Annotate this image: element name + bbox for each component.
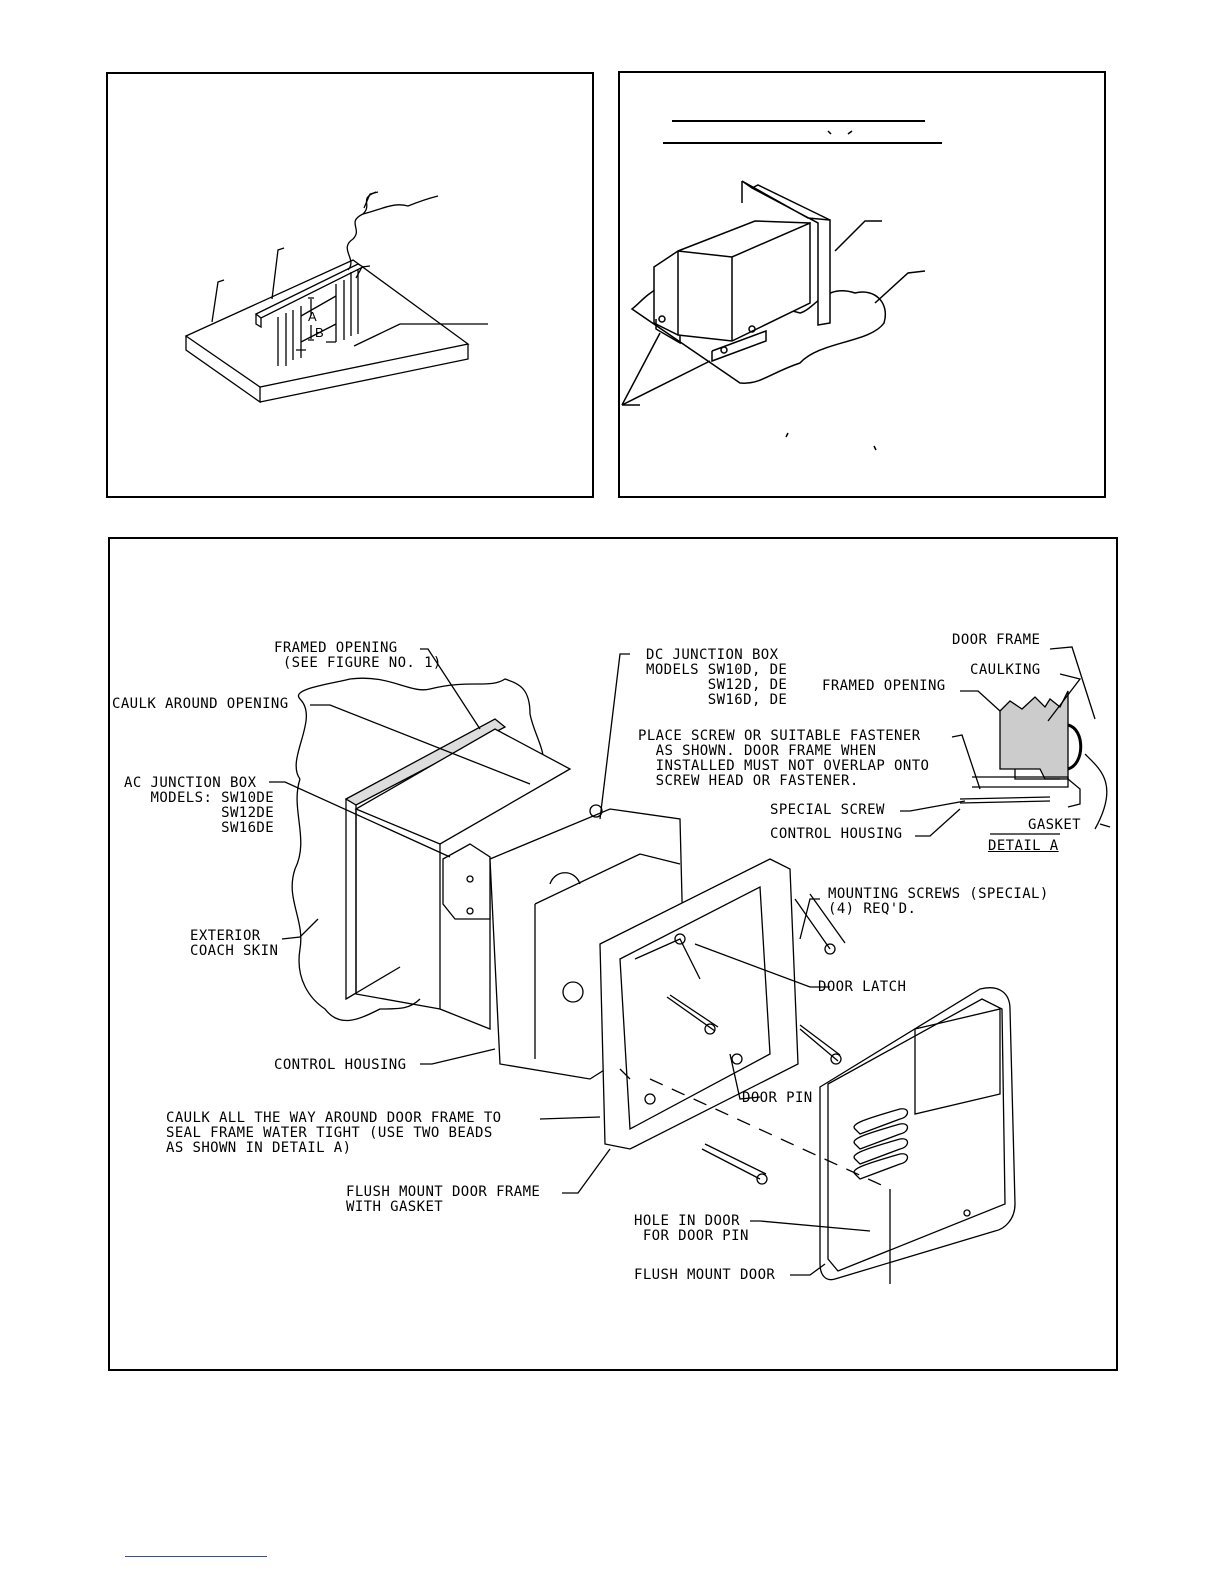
label-ac-junction-box: AC JUNCTION BOX MODELS: SW10DE SW12DE SW… [124,775,275,836]
label-door-frame: DOOR FRAME [952,632,1041,648]
label-detail-a: DETAIL A [988,838,1059,854]
footer-link-underline[interactable] [125,1556,267,1557]
label-mounting-screws: MOUNTING SCREWS (SPECIAL) (4) REQ'D. [828,886,1049,917]
label-caulk-door-frame: CAULK ALL THE WAY AROUND DOOR FRAME TO S… [166,1110,502,1156]
flush-door-shape [819,987,1016,1281]
figure-2-installation-panel [618,71,1106,498]
label-caulk-around-opening: CAULK AROUND OPENING [112,696,289,712]
label-flush-mount-door-frame: FLUSH MOUNT DOOR FRAME WITH GASKET [346,1184,541,1215]
label-caulking: CAULKING [970,662,1041,678]
coach-skin-outline [295,677,544,780]
label-flush-mount-door: FLUSH MOUNT DOOR [634,1267,776,1283]
exploded-assembly-drawing [269,646,1111,1284]
framed-opening-rect [344,718,507,806]
unit-in-opening-drawing [621,120,942,451]
door-louver [853,1108,909,1135]
detail-a-section [999,690,1069,780]
figure-1-framed-opening-panel: A B [106,72,594,498]
label-framed-opening: FRAMED OPENING (SEE FIGURE NO. 1) [274,640,442,671]
label-door-latch: DOOR LATCH [818,979,907,995]
dimension-b-label: B [315,325,324,340]
label-detail-control-housing: CONTROL HOUSING [770,826,903,842]
door-window [914,1008,1001,1115]
door-frame-shape [599,858,799,1150]
figure-3-exploded-assembly-panel: FRAMED OPENING (SEE FIGURE NO. 1) CAULK … [108,537,1118,1371]
label-exterior-coach-skin: EXTERIOR COACH SKIN [190,928,279,959]
label-place-screw: PLACE SCREW OR SUITABLE FASTENER AS SHOW… [638,728,930,789]
dimension-a-label: A [308,309,317,324]
label-dc-junction-box: DC JUNCTION BOX MODELS SW10D, DE SW12D, … [646,647,788,708]
label-gasket: GASKET [1028,817,1081,833]
label-hole-in-door: HOLE IN DOOR FOR DOOR PIN [634,1213,749,1244]
label-special-screw: SPECIAL SCREW [770,802,885,818]
label-door-pin: DOOR PIN [742,1090,813,1106]
label-detail-framed-opening: FRAMED OPENING [822,678,946,694]
label-control-housing: CONTROL HOUSING [274,1057,407,1073]
framed-opening-drawing: A B [184,191,488,404]
